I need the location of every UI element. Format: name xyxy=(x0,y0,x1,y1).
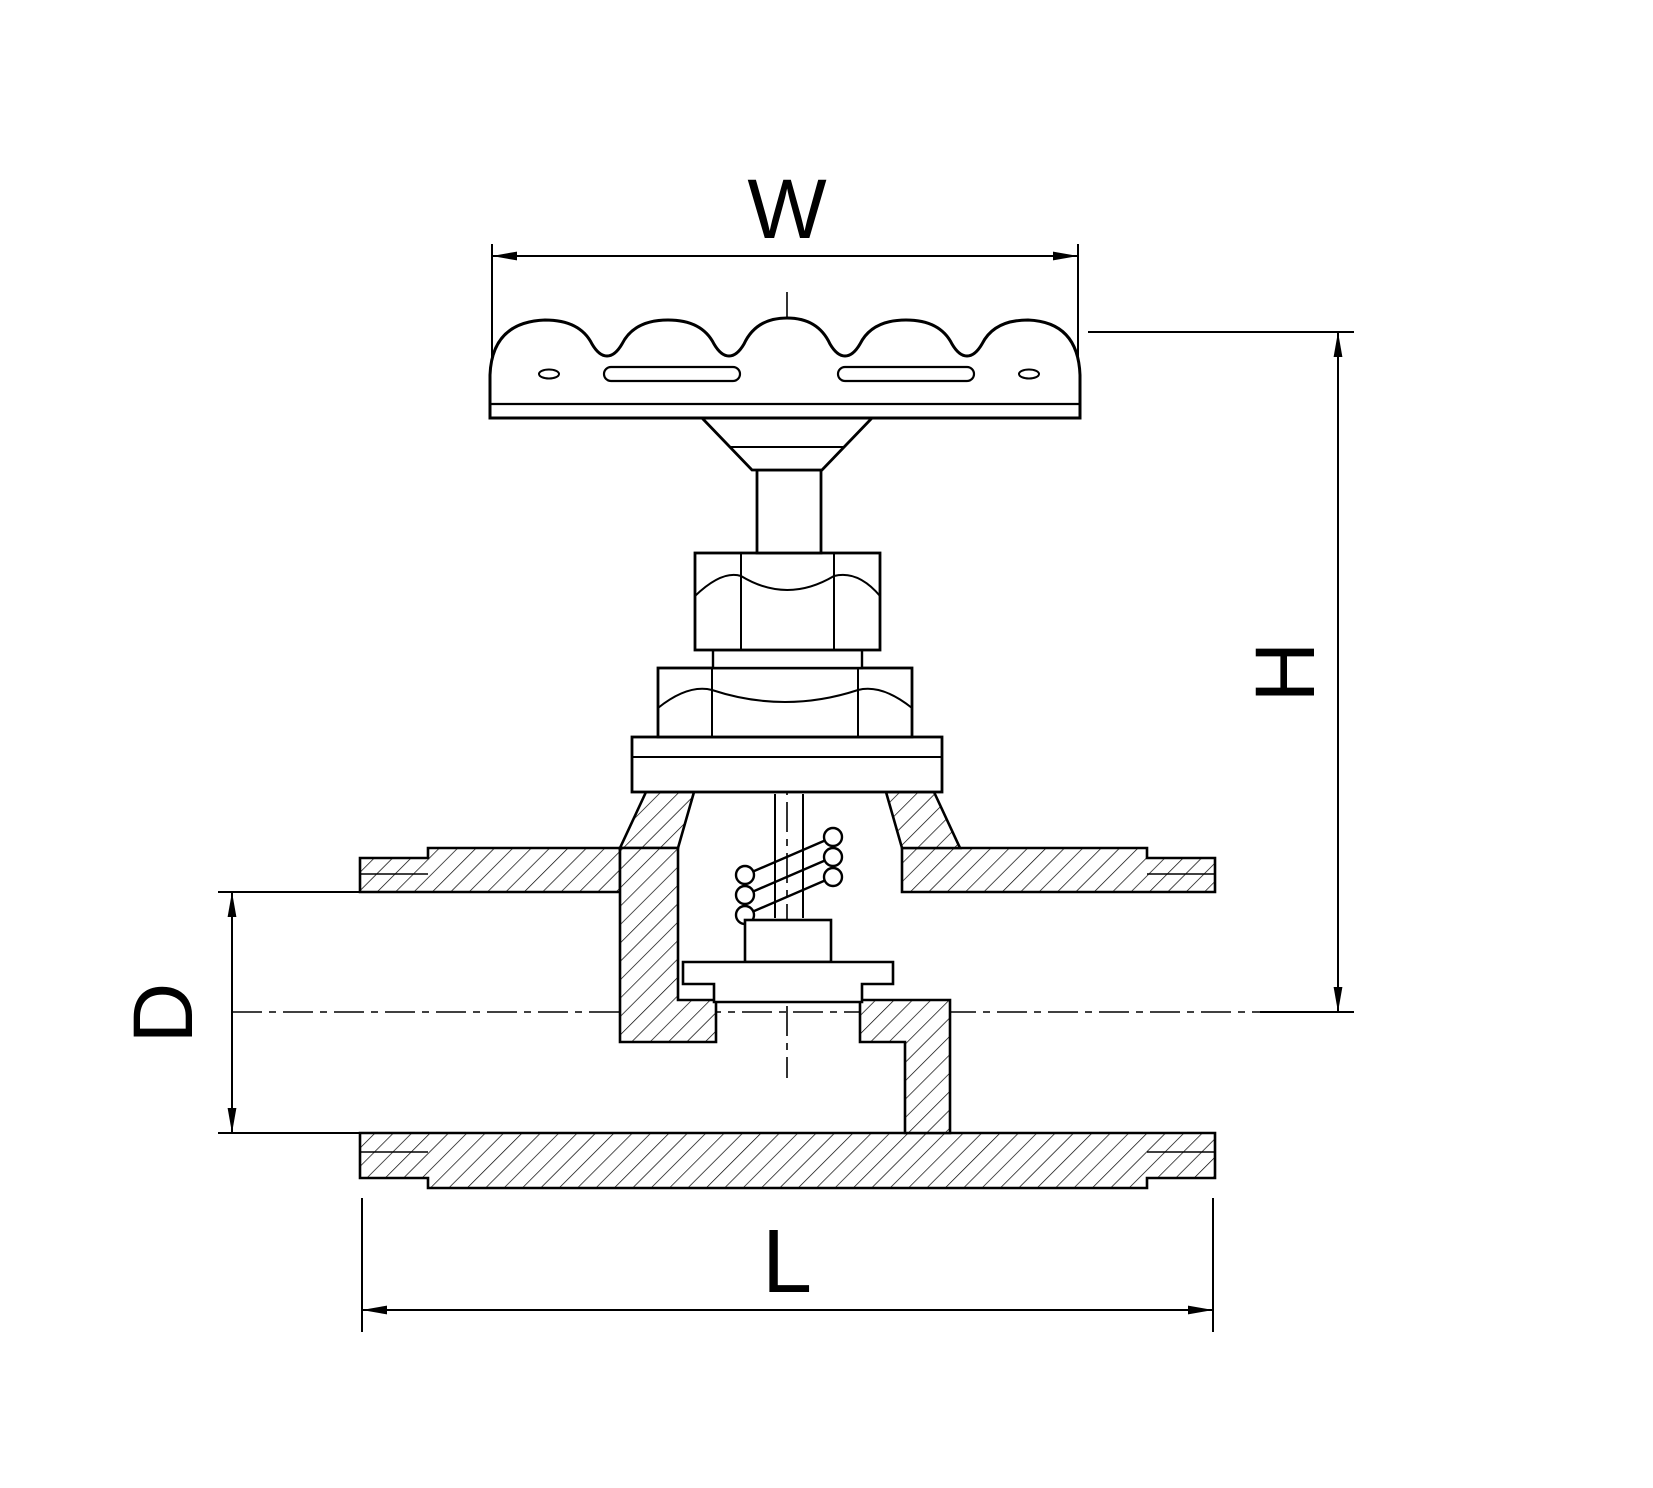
dimension-d xyxy=(218,891,362,1134)
handwheel-hub xyxy=(698,416,876,472)
body-wall-top-left xyxy=(358,846,622,894)
chamber-wall-left xyxy=(618,846,718,1044)
valve-internals xyxy=(681,794,895,1004)
spring xyxy=(734,826,844,926)
handwheel xyxy=(488,316,1082,472)
handwheel-slot-right xyxy=(836,365,976,383)
dimension-w xyxy=(491,244,1079,360)
packing-collar xyxy=(711,648,864,670)
neck-wall-right xyxy=(884,790,963,850)
handwheel-hole-left xyxy=(538,368,560,380)
handwheel-hole-right xyxy=(1018,368,1040,380)
body-wall-bottom xyxy=(358,1131,1217,1190)
disc-nut xyxy=(743,918,833,964)
lower-stem xyxy=(774,794,804,918)
dim-h-label: H xyxy=(1238,642,1332,703)
neck-wall-left xyxy=(617,790,696,850)
handwheel-rim xyxy=(488,316,1082,420)
dim-l-label: L xyxy=(762,1212,812,1312)
seat-partition-right xyxy=(858,998,952,1135)
valve-body xyxy=(358,790,1217,1190)
dim-w-label: W xyxy=(747,162,826,256)
upper-stem xyxy=(755,468,823,555)
bonnet-assembly xyxy=(630,468,944,794)
body-wall-top-right xyxy=(900,846,1217,894)
handwheel-slot-left xyxy=(602,365,742,383)
valve-disc xyxy=(681,960,895,1004)
packing-nut xyxy=(693,551,882,652)
dim-d-label: D xyxy=(116,983,210,1044)
dimension-h xyxy=(1088,331,1354,1013)
thread-lines xyxy=(360,873,1215,1153)
bonnet-nut xyxy=(656,666,914,739)
dimension-l xyxy=(361,1198,1214,1332)
bonnet-flange xyxy=(630,735,944,794)
